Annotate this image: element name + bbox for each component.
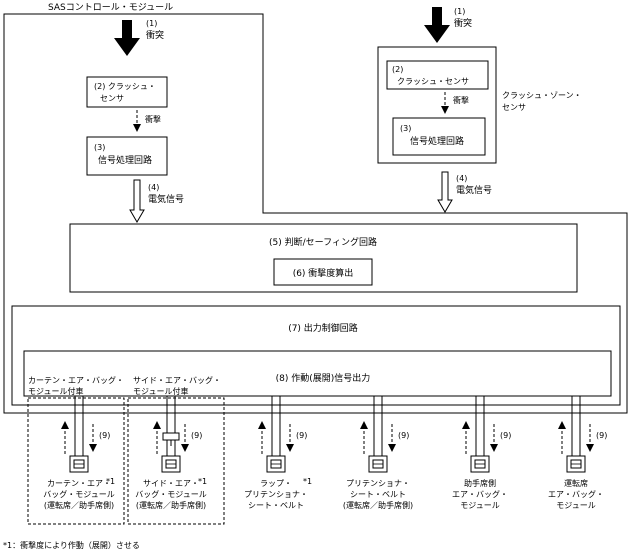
crash-zone-label-1: クラッシュ・ゾーン・: [502, 91, 582, 100]
wire-label: (9): [500, 431, 511, 440]
up-arrowhead-icon: [462, 421, 470, 429]
impact-calc-label: (6) 衝撃度算出: [293, 267, 354, 279]
right-crash-sensor-box: [386, 60, 489, 90]
left-signal-proc-label: 信号処理回路: [98, 154, 152, 166]
judgment-circuit-label: (5) 判断/セーフィング回路: [269, 236, 377, 248]
wire-label: (9): [99, 431, 110, 440]
output-label-line: ラップ・: [260, 479, 292, 488]
output-label-line: バッグ・モジュール: [135, 489, 206, 499]
crash-zone-label-2: センサ: [502, 103, 526, 112]
down-arrowhead-icon: [586, 444, 594, 452]
sas-module-outline: [3, 13, 628, 414]
output-label-line: エア・バッグ・: [452, 489, 508, 499]
deploy-output-label: (8) 作動(展開)信号出力: [276, 372, 371, 384]
down-arrowhead-icon: [89, 444, 97, 452]
right-electric-signal-arrow-icon: [437, 171, 453, 213]
left-step4-num: (4): [148, 183, 159, 192]
right-signal-proc-box: [392, 117, 486, 156]
curtain-group-outline: [27, 397, 125, 525]
wire-label: (9): [191, 431, 202, 440]
output-label-line: カーテン・エア・: [47, 479, 111, 488]
up-arrowhead-icon: [61, 421, 69, 429]
sas-module-label: SASコントロール・モジュール: [48, 3, 173, 13]
output-label-line: プリテンショナ・: [346, 479, 410, 488]
output-label-line: (運転席／助手席側): [136, 500, 206, 510]
wire-label: (9): [296, 431, 307, 440]
footnote-mark: *1: [198, 477, 207, 486]
wire-label: (9): [398, 431, 409, 440]
right-step4-label: 電気信号: [456, 184, 492, 196]
right-impact-arrowhead-icon: [441, 106, 449, 114]
left-step4-label: 電気信号: [148, 193, 184, 205]
down-arrowhead-icon: [388, 444, 396, 452]
curtain-group-label-1: カーテン・エア・バッグ・: [28, 375, 124, 385]
connector-clip-icon: [162, 432, 180, 441]
footnote-mark: *1: [106, 477, 115, 486]
output-control-box: [11, 305, 621, 406]
up-arrowhead-icon: [558, 421, 566, 429]
left-impact-arrowhead-icon: [133, 124, 141, 132]
up-arrowhead-icon: [360, 421, 368, 429]
curtain-group-label-2: モジュール付車: [28, 386, 83, 396]
output-label-line: (運転席／助手席側): [343, 500, 413, 510]
output-label-line: プリテンショナ・: [244, 490, 308, 499]
output-control-label: (7) 出力制御回路: [288, 322, 358, 334]
crash-zone-sensor-box: [377, 46, 497, 164]
right-step1-num: (1): [454, 7, 465, 16]
output-label-line: エア・バッグ・: [548, 489, 604, 499]
side-group-label-1: サイド・エア・バッグ・: [133, 375, 221, 385]
up-arrowhead-icon: [258, 421, 266, 429]
right-signal-proc-num: (3): [400, 124, 411, 133]
output-label-line: モジュール: [556, 501, 595, 510]
left-step1-num: (1): [146, 19, 157, 28]
left-step1-label: 衝突: [146, 29, 164, 41]
output-units: (9)カーテン・エア・バッグ・モジュール(運転席／助手席側)*1(9)サイド・エ…: [43, 396, 607, 510]
down-arrowhead-icon: [490, 444, 498, 452]
output-label-line: シート・ベルト: [248, 501, 304, 510]
output-label-line: サイド・エア・: [143, 479, 199, 488]
left-impact-label: 衝撃: [145, 114, 161, 124]
left-signal-proc-box: [86, 136, 168, 176]
footnote-mark: *1: [303, 477, 312, 486]
right-crash-sensor-num: (2): [392, 65, 403, 74]
left-electric-signal-arrow-icon: [129, 179, 145, 223]
right-impact-label: 衝撃: [453, 95, 469, 105]
left-crash-sensor-label-1: (2) クラッシュ・: [94, 82, 156, 91]
output-label-line: 助手席側: [464, 478, 496, 488]
output-label-line: (運転席／助手席側): [44, 500, 114, 510]
output-label-line: 運転席: [564, 478, 588, 488]
left-signal-proc-num: (3): [94, 143, 105, 152]
wire-label: (9): [596, 431, 607, 440]
down-arrowhead-icon: [181, 444, 189, 452]
up-arrowhead-icon: [153, 421, 161, 429]
impact-arrow-icon: [424, 7, 450, 43]
side-group-outline: [127, 397, 225, 525]
side-group-label-2: モジュール付車: [133, 386, 188, 396]
output-label-line: シート・ベルト: [350, 490, 406, 499]
down-arrowhead-icon: [286, 444, 294, 452]
right-step1-label: 衝突: [454, 17, 472, 29]
deploy-output-box: [23, 350, 612, 397]
impact-arrow-icon: [114, 20, 140, 56]
judgment-circuit-box: [69, 223, 578, 293]
left-crash-sensor-box: [86, 76, 168, 108]
footnote: *1：衝撃度により作動（展開）させる: [3, 540, 140, 550]
output-label-line: モジュール: [460, 501, 499, 510]
right-crash-sensor-label: クラッシュ・センサ: [397, 77, 469, 86]
output-label-line: バッグ・モジュール: [43, 489, 114, 499]
impact-calc-box: [273, 258, 373, 286]
left-crash-sensor-label-2: センサ: [100, 94, 124, 103]
right-signal-proc-label: 信号処理回路: [410, 135, 464, 147]
right-step4-num: (4): [456, 174, 467, 183]
